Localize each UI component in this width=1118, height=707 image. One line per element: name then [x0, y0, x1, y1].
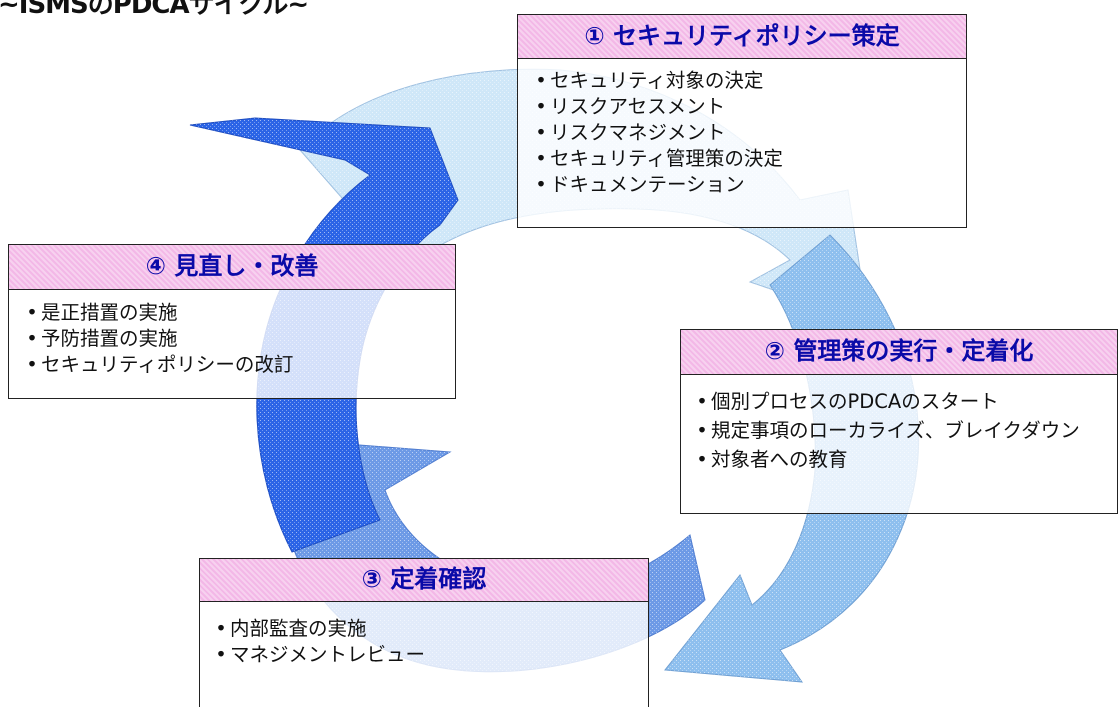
list-item: セキュリティポリシーの改訂	[23, 352, 451, 378]
phase-plan-list: セキュリティ対象の決定 リスクアセスメント リスクマネジメント セキュリティ管理…	[532, 68, 960, 198]
list-item: セキュリティ対象の決定	[532, 68, 960, 94]
phase-do-header: ② 管理策の実行・定着化	[680, 329, 1118, 375]
phase-act-box: 是正措置の実施 予防措置の実施 セキュリティポリシーの改訂	[8, 289, 456, 399]
phase-act-header: ④ 見直し・改善	[8, 244, 456, 290]
list-item: セキュリティ管理策の決定	[532, 146, 960, 172]
page-title: ~ISMSのPDCAサイクル~	[0, 0, 309, 20]
list-item: 規定事項のローカライズ、ブレイクダウン	[693, 416, 1113, 445]
phase-act-list: 是正措置の実施 予防措置の実施 セキュリティポリシーの改訂	[23, 300, 451, 378]
phase-check-header: ③ 定着確認	[199, 558, 649, 602]
phase-do-box: 個別プロセスのPDCAのスタート 規定事項のローカライズ、ブレイクダウン 対象者…	[680, 374, 1118, 514]
list-item: 個別プロセスのPDCAのスタート	[693, 387, 1113, 416]
phase-check-list: 内部監査の実施 マネジメントレビュー	[212, 616, 640, 668]
list-item: マネジメントレビュー	[212, 642, 640, 668]
list-item: 是正措置の実施	[23, 300, 451, 326]
list-item: 予防措置の実施	[23, 326, 451, 352]
list-item: ドキュメンテーション	[532, 172, 960, 198]
list-item: 内部監査の実施	[212, 616, 640, 642]
list-item: リスクアセスメント	[532, 94, 960, 120]
phase-check-box: 内部監査の実施 マネジメントレビュー	[199, 601, 649, 707]
phase-do-list: 個別プロセスのPDCAのスタート 規定事項のローカライズ、ブレイクダウン 対象者…	[693, 387, 1113, 474]
phase-plan-header: ① セキュリティポリシー策定	[517, 14, 967, 59]
list-item: リスクマネジメント	[532, 120, 960, 146]
phase-plan-box: セキュリティ対象の決定 リスクアセスメント リスクマネジメント セキュリティ管理…	[517, 58, 967, 228]
list-item: 対象者への教育	[693, 445, 1113, 474]
